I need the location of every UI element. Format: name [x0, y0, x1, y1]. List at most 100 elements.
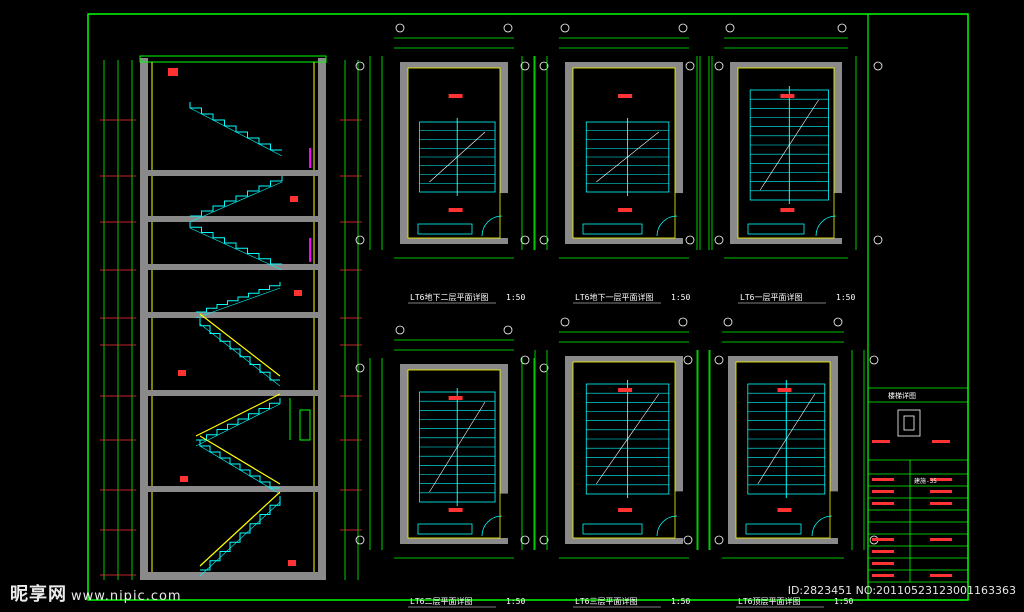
- stair-flight: [199, 440, 280, 489]
- stair-soffit: [189, 181, 283, 223]
- landing: [417, 523, 473, 535]
- axis-bubble: [395, 23, 405, 33]
- axis-bubble: [520, 61, 530, 71]
- stair-soffit: [199, 445, 281, 495]
- stair-flight: [196, 398, 281, 441]
- axis-bubble: [725, 23, 735, 33]
- axis-bubble: [683, 355, 693, 365]
- plan-scale: 1:50: [671, 293, 690, 302]
- title-block-heading: 楼梯详图: [888, 391, 916, 400]
- axis-bubble: [723, 317, 733, 327]
- axis-bubble: [873, 61, 883, 71]
- inner-outline: [572, 361, 676, 539]
- stair-soffit: [189, 107, 283, 157]
- wall: [500, 62, 508, 194]
- axis-bubble: [560, 23, 570, 33]
- plan-title: LT6一层平面详图: [740, 292, 802, 302]
- walk-line: [429, 131, 486, 183]
- plan-scale: 1:50: [836, 293, 855, 302]
- walk-line: [759, 99, 819, 191]
- level-marker: [618, 94, 633, 98]
- level-marker: [448, 396, 463, 400]
- wall: [834, 62, 842, 194]
- wall: [675, 356, 683, 492]
- axis-bubble: [503, 23, 513, 33]
- axis-bubble: [560, 317, 570, 327]
- plan-title: LT6地下一层平面详图: [575, 292, 653, 302]
- wall: [400, 538, 508, 544]
- wall: [400, 62, 508, 68]
- inner-outline: [407, 67, 501, 239]
- walk-line: [596, 131, 660, 183]
- axis-bubble: [678, 23, 688, 33]
- axis-bubble: [539, 363, 549, 373]
- plan-scale: 1:50: [671, 597, 690, 606]
- stair-flight: [189, 222, 282, 265]
- wall: [565, 356, 683, 362]
- stair-flight: [199, 318, 280, 381]
- wall: [565, 238, 683, 244]
- landing: [417, 223, 473, 235]
- axis-bubble: [685, 61, 695, 71]
- plan-title: LT6地下二层平面详图: [410, 292, 488, 302]
- axis-bubble: [678, 317, 688, 327]
- axis-bubble: [355, 363, 365, 373]
- axis-bubble: [714, 235, 724, 245]
- door-swing: [481, 215, 503, 237]
- stair-soffit: [199, 501, 281, 577]
- level-marker: [448, 208, 463, 212]
- level-marker: [780, 208, 795, 212]
- wall: [730, 62, 738, 244]
- stair-soffit: [189, 227, 283, 271]
- plan-view-2: LT6地下一层平面详图 1:50: [520, 23, 724, 304]
- axis-bubble: [685, 235, 695, 245]
- landing: [582, 223, 643, 235]
- inner-outline: [737, 67, 835, 239]
- axis-bubble: [355, 235, 365, 245]
- level-marker: [780, 94, 795, 98]
- plan-view-3: LT6一层平面详图 1:50: [685, 23, 883, 304]
- plan-title: LT6顶层平面详图: [738, 596, 800, 606]
- level-marker: [618, 208, 633, 212]
- door-swing: [656, 215, 678, 237]
- stair-section-view: [100, 55, 362, 580]
- inner-outline: [735, 361, 831, 539]
- wall: [728, 538, 838, 544]
- door-swing: [481, 515, 503, 537]
- wall: [400, 62, 408, 244]
- level-marker: [448, 94, 463, 98]
- axis-bubble: [539, 61, 549, 71]
- wall: [400, 364, 508, 370]
- axis-bubble: [714, 535, 724, 545]
- stair-soffit: [195, 287, 281, 319]
- sheet-frame: [87, 13, 969, 601]
- axis-bubble: [520, 235, 530, 245]
- level-marker: [448, 508, 463, 512]
- handrail: [199, 313, 281, 377]
- axis-bubble: [395, 325, 405, 335]
- plan-title: LT6三层平面详图: [575, 596, 637, 606]
- wall: [730, 238, 842, 244]
- walk-line: [429, 401, 486, 493]
- door-swing: [811, 515, 833, 537]
- wall: [565, 62, 683, 68]
- axis-bubble: [520, 355, 530, 365]
- watermark-url: www.nipic.com: [71, 589, 182, 604]
- door-swing: [815, 215, 837, 237]
- wall: [728, 356, 736, 544]
- stair-flight: [190, 176, 283, 217]
- handrail: [195, 393, 281, 437]
- plan-view-4: LT6二层平面详图 1:50: [355, 325, 549, 608]
- plan-scale: 1:50: [506, 597, 525, 606]
- level-marker: [777, 388, 792, 392]
- landing: [582, 523, 643, 535]
- title-block-sheet-no: 建施-35: [914, 477, 937, 485]
- axis-bubble: [539, 535, 549, 545]
- plan-scale: 1:50: [506, 293, 525, 302]
- plan-title: LT6二层平面详图: [410, 596, 472, 606]
- axis-bubble: [503, 325, 513, 335]
- inner-outline: [407, 369, 501, 539]
